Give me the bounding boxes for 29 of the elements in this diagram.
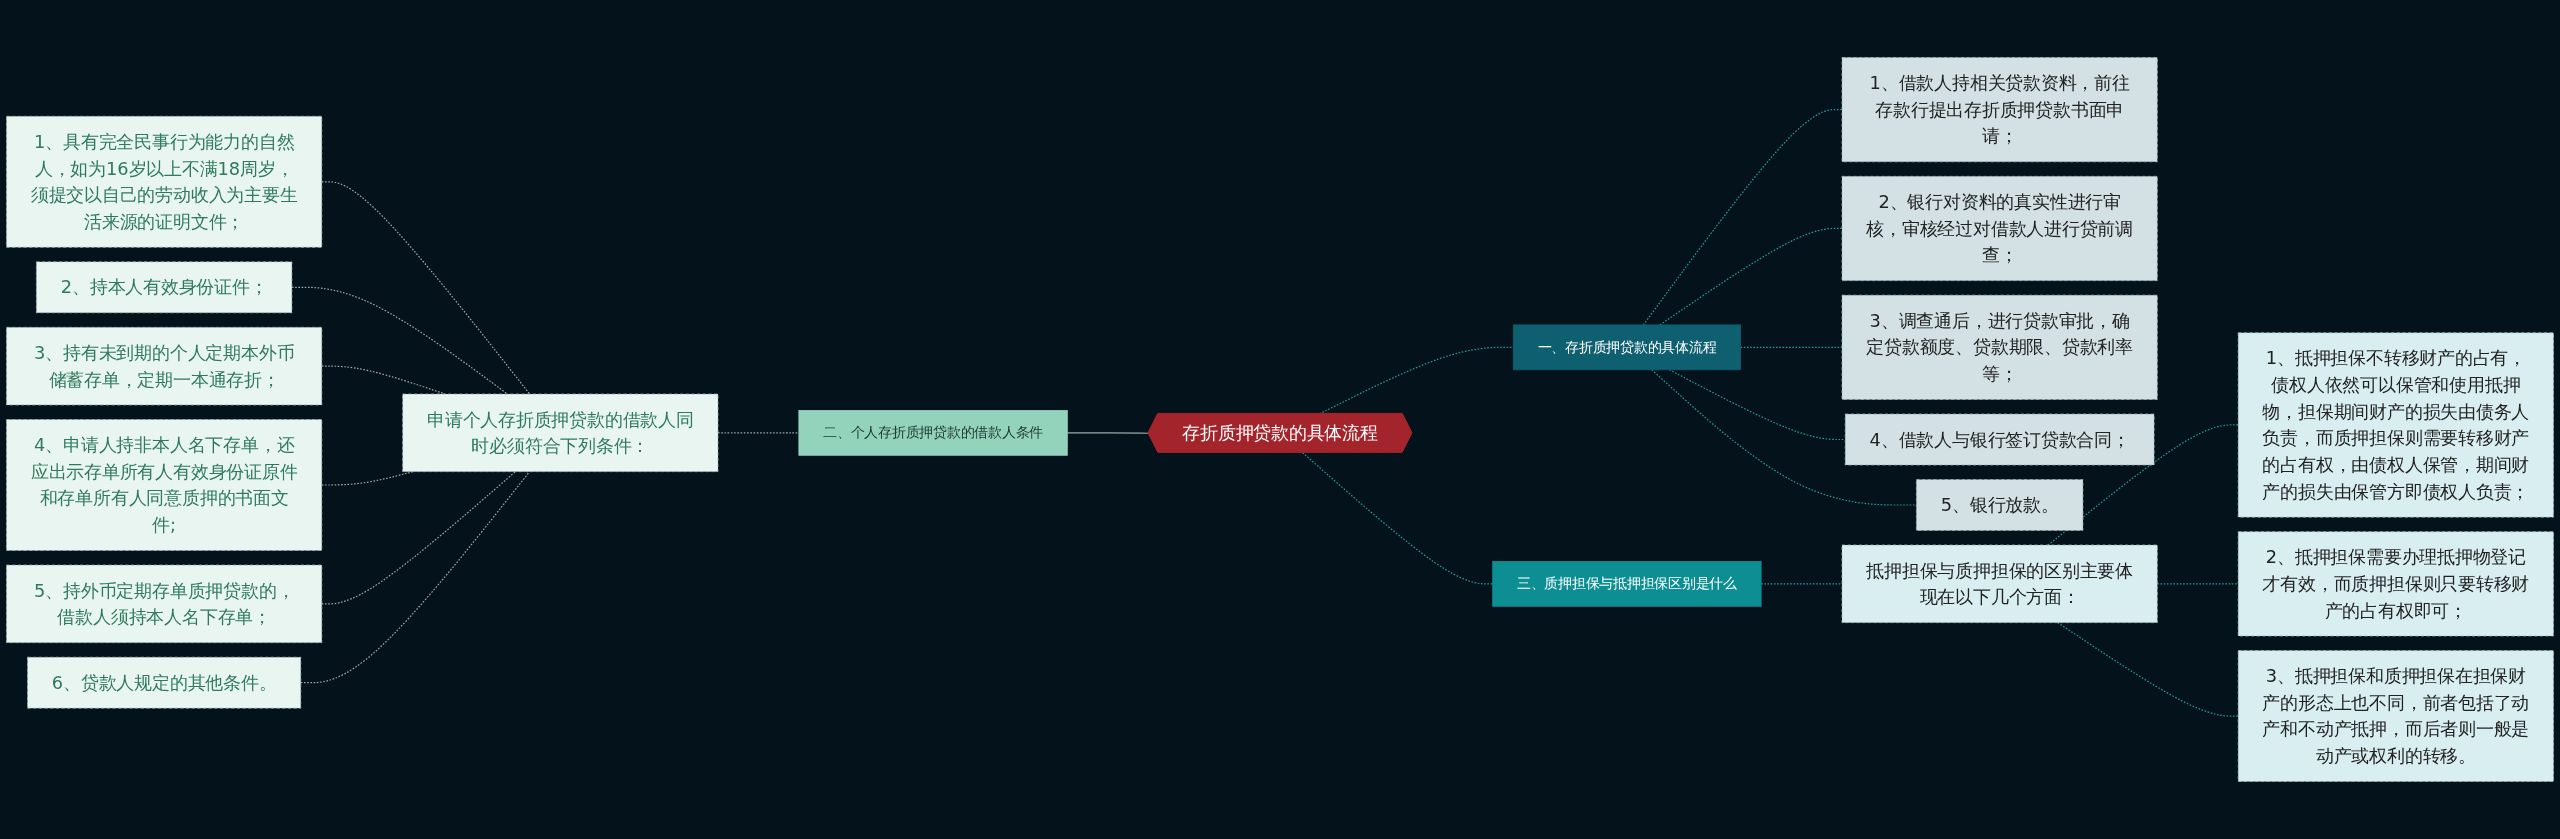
node-box <box>2237 332 2554 518</box>
connector <box>291 286 509 395</box>
node-box <box>36 261 293 314</box>
connector <box>321 471 516 605</box>
node-box <box>1841 175 2158 282</box>
node-box <box>6 564 323 644</box>
node-box <box>2237 531 2554 637</box>
connector <box>1301 452 1494 585</box>
connector <box>321 365 446 395</box>
node-box <box>1844 413 2155 466</box>
node-box <box>27 656 302 709</box>
node-box <box>1841 544 2158 624</box>
connector <box>1651 369 1917 506</box>
connector <box>1066 432 1150 434</box>
node-box <box>6 115 323 248</box>
connector <box>2047 424 2239 546</box>
connector <box>300 471 531 684</box>
node-box <box>1492 561 1762 607</box>
node-box <box>798 410 1068 456</box>
node-box <box>6 419 323 551</box>
node-box <box>1915 479 2084 531</box>
connector <box>2057 622 2239 717</box>
node-box <box>6 326 323 406</box>
node-box <box>402 393 719 473</box>
node-box <box>2237 650 2554 782</box>
node-box <box>1512 324 1741 371</box>
node-box <box>1841 294 2158 400</box>
node-box <box>1841 57 2158 163</box>
connector <box>321 181 531 395</box>
